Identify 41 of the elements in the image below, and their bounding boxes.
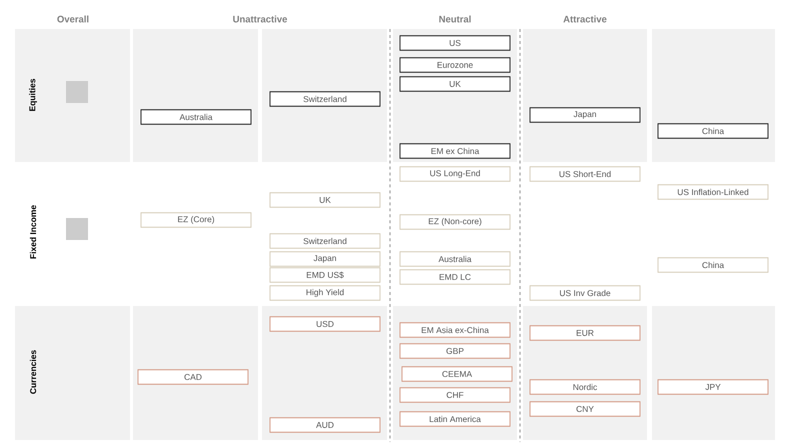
item-box: CHF — [400, 387, 510, 403]
item-box: Australia — [400, 251, 510, 267]
item-box: Nordic — [530, 379, 640, 395]
item-box: Australia — [140, 109, 252, 125]
item-box: US — [400, 35, 510, 51]
item-box: US Inv Grade — [530, 285, 640, 301]
item-box: China — [658, 257, 768, 273]
column-header: Attractive — [563, 16, 606, 22]
item-box: Japan — [530, 107, 640, 123]
item-box: GBP — [400, 343, 510, 359]
item-box: CAD — [138, 369, 248, 385]
item-box: EMD LC — [400, 269, 510, 285]
item-box: EZ (Core) — [140, 212, 252, 228]
item-box: EMD US$ — [270, 267, 380, 283]
item-box: US Long-End — [400, 166, 510, 182]
column-header: Neutral — [439, 16, 471, 22]
item-box: JPY — [658, 379, 768, 395]
item-box: EZ (Non-core) — [400, 214, 510, 230]
item-box: China — [658, 123, 768, 139]
item-box: US Short-End — [530, 166, 640, 182]
item-box: AUD — [270, 417, 380, 433]
row-header: Equities — [29, 78, 37, 111]
item-box: UK — [270, 192, 380, 208]
item-box: Switzerland — [270, 233, 380, 249]
column-header: Unattractive — [233, 16, 288, 22]
column-header: Overall — [57, 16, 88, 22]
item-box: UK — [400, 76, 510, 92]
item-box: High Yield — [270, 285, 380, 301]
item-box: EUR — [530, 325, 640, 341]
row-header: Fixed Income — [30, 205, 36, 258]
item-box: Latin America — [400, 411, 510, 427]
item-box: Japan — [270, 251, 380, 267]
item-box: CNY — [530, 401, 640, 417]
item-box: Switzerland — [270, 91, 380, 107]
row-header: Currencies — [30, 350, 36, 394]
item-box: Eurozone — [400, 57, 510, 73]
item-box: US Inflation-Linked — [658, 184, 768, 200]
item-box: CEEMA — [402, 366, 512, 382]
item-box: EM Asia ex-China — [400, 322, 510, 338]
item-box: EM ex China — [400, 143, 510, 159]
item-box: USD — [270, 316, 380, 332]
